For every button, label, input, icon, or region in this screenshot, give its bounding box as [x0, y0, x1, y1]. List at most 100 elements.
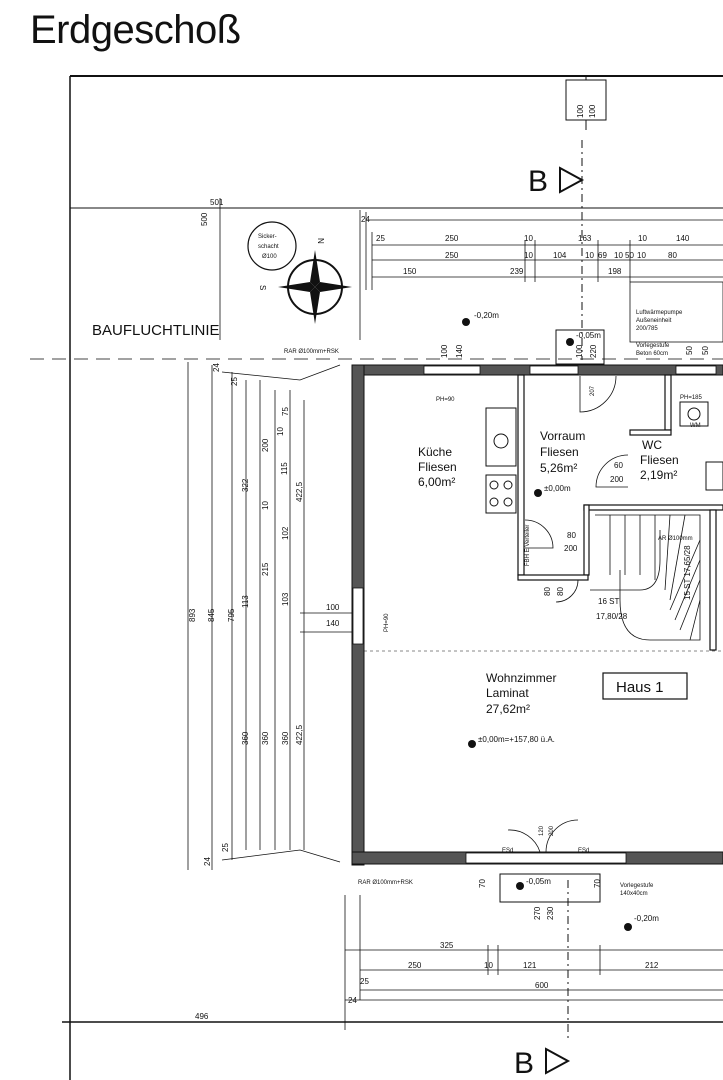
- svg-text:2,19m²: 2,19m²: [640, 468, 677, 482]
- svg-text:Sicker-: Sicker-: [258, 234, 277, 240]
- svg-text:50: 50: [701, 346, 710, 355]
- dim-label: 163: [578, 234, 592, 243]
- svg-text:±0,00m=+157,80 ü.A.: ±0,00m=+157,80 ü.A.: [478, 735, 555, 744]
- dim-label: 200: [610, 475, 624, 484]
- dim-label: 25: [360, 977, 369, 986]
- interior-walls: [517, 374, 723, 651]
- dim-label: 10: [614, 251, 623, 260]
- wc-sink: [679, 401, 709, 427]
- dim-label: 795: [227, 608, 236, 622]
- svg-text:Wohnzimmer: Wohnzimmer: [486, 671, 556, 685]
- dim-label: 10: [638, 234, 647, 243]
- entry-step-bottom: 70 270 230 70: [478, 873, 602, 920]
- rar-note-bottom: RAR Ø100mm+RSK: [358, 880, 413, 886]
- vorlegestufe-note: Vorlegestufe: [620, 883, 654, 889]
- dim-label: 600: [535, 981, 549, 990]
- wc-toilet: [705, 461, 723, 491]
- dim-label: 10: [484, 961, 493, 970]
- dim-label: 80: [556, 587, 565, 596]
- svg-text:B: B: [528, 165, 548, 198]
- dim-label: 100: [440, 344, 449, 358]
- left-dimension-block: [187, 362, 352, 870]
- svg-text:220: 220: [589, 344, 598, 358]
- svg-text:N: N: [316, 238, 325, 244]
- dim-label: 250: [445, 234, 459, 243]
- top-dimensions: [365, 212, 723, 290]
- dim-label: 10: [276, 427, 285, 436]
- windows: [352, 365, 717, 864]
- dim-label: 121: [523, 961, 537, 970]
- vorlegestufe-note: 140x40cm: [620, 891, 648, 897]
- dim-label: 120: [539, 825, 545, 836]
- rar-note-top: RAR Ø100mm+RSK: [284, 349, 339, 355]
- svg-text:Außeneinheit: Außeneinheit: [636, 318, 672, 324]
- dim-label: 24: [212, 363, 221, 372]
- dim-label: 140: [326, 619, 340, 628]
- dim-label: 10: [261, 501, 270, 510]
- svg-text:WC: WC: [642, 438, 662, 452]
- ph-label: PH=90: [436, 397, 455, 403]
- svg-text:-0,20m: -0,20m: [634, 914, 659, 923]
- svg-text:schacht: schacht: [258, 244, 279, 250]
- rar-stair: AR Ø100mm: [658, 536, 693, 542]
- svg-text:±0,00m: ±0,00m: [544, 484, 571, 493]
- dim-label: 103: [281, 592, 290, 606]
- top-right-box: 100 100: [565, 79, 607, 121]
- ph-label: PH=185: [680, 395, 703, 401]
- dim-label: 140: [455, 344, 464, 358]
- svg-text:Vorlegestufe: Vorlegestufe: [636, 343, 670, 349]
- svg-text:230: 230: [546, 906, 555, 920]
- svg-text:Ø100: Ø100: [262, 254, 277, 260]
- exterior-walls: [351, 364, 723, 866]
- dim-label: 215: [261, 562, 270, 576]
- dim-label: 212: [645, 961, 659, 970]
- dim-label: 239: [510, 267, 524, 276]
- svg-text:70: 70: [478, 879, 487, 888]
- haus-label-box: Haus 1: [602, 672, 688, 700]
- dim-label: 845: [207, 608, 216, 622]
- dim-label: 10: [585, 251, 594, 260]
- svg-text:100: 100: [576, 104, 585, 118]
- dim-label: 80: [543, 587, 552, 596]
- svg-text:Haus 1: Haus 1: [616, 679, 664, 696]
- dim-label: 10: [637, 251, 646, 260]
- dim-label: 325: [440, 941, 454, 950]
- door-swings: [507, 375, 629, 853]
- dim-label: 115: [280, 462, 289, 475]
- dim-label: 150: [403, 267, 417, 276]
- dim-label: 322: [241, 478, 250, 492]
- svg-text:27,62m²: 27,62m²: [486, 702, 530, 716]
- property-boundary: [62, 75, 723, 1080]
- level-marker: -0,20m: [624, 914, 659, 931]
- dim-label: 360: [261, 731, 270, 745]
- kitchen-sink: [485, 407, 517, 467]
- dim-label: 422,5: [295, 724, 304, 745]
- svg-text:Vorraum: Vorraum: [540, 429, 585, 443]
- svg-text:Beton 60cm: Beton 60cm: [636, 351, 668, 357]
- stair-side: 15 ST 17,65/28: [683, 545, 692, 600]
- section-marker-top: B: [528, 140, 585, 360]
- svg-text:50: 50: [685, 346, 694, 355]
- dim-label: 102: [281, 526, 290, 540]
- dim-label: 140: [676, 234, 690, 243]
- bottom-dimensions: [344, 895, 723, 1030]
- svg-text:6,00m²: 6,00m²: [418, 475, 455, 489]
- svg-text:5,26m²: 5,26m²: [540, 461, 577, 475]
- dim-label: 60: [614, 461, 623, 470]
- svg-text:Fliesen: Fliesen: [640, 453, 679, 467]
- dim-label: 50: [625, 251, 634, 260]
- dim-label: 24: [361, 215, 370, 224]
- dim-label: 198: [608, 267, 622, 276]
- dim-label: 10: [524, 234, 533, 243]
- dim-label: 200: [564, 544, 578, 553]
- dim-label: 104: [553, 251, 567, 260]
- stair-size: 17,80/28: [596, 612, 628, 621]
- sickerschacht: Sicker- schacht Ø100: [247, 221, 297, 271]
- dim-label: 200: [261, 438, 270, 452]
- svg-text:70: 70: [593, 879, 602, 888]
- section-marker-bottom: B: [514, 880, 571, 1080]
- dim-label: 496: [195, 1012, 209, 1021]
- svg-text:100: 100: [588, 104, 597, 118]
- dim-label: 80: [668, 251, 677, 260]
- room-kueche: Küche Fliesen 6,00m²: [418, 445, 457, 489]
